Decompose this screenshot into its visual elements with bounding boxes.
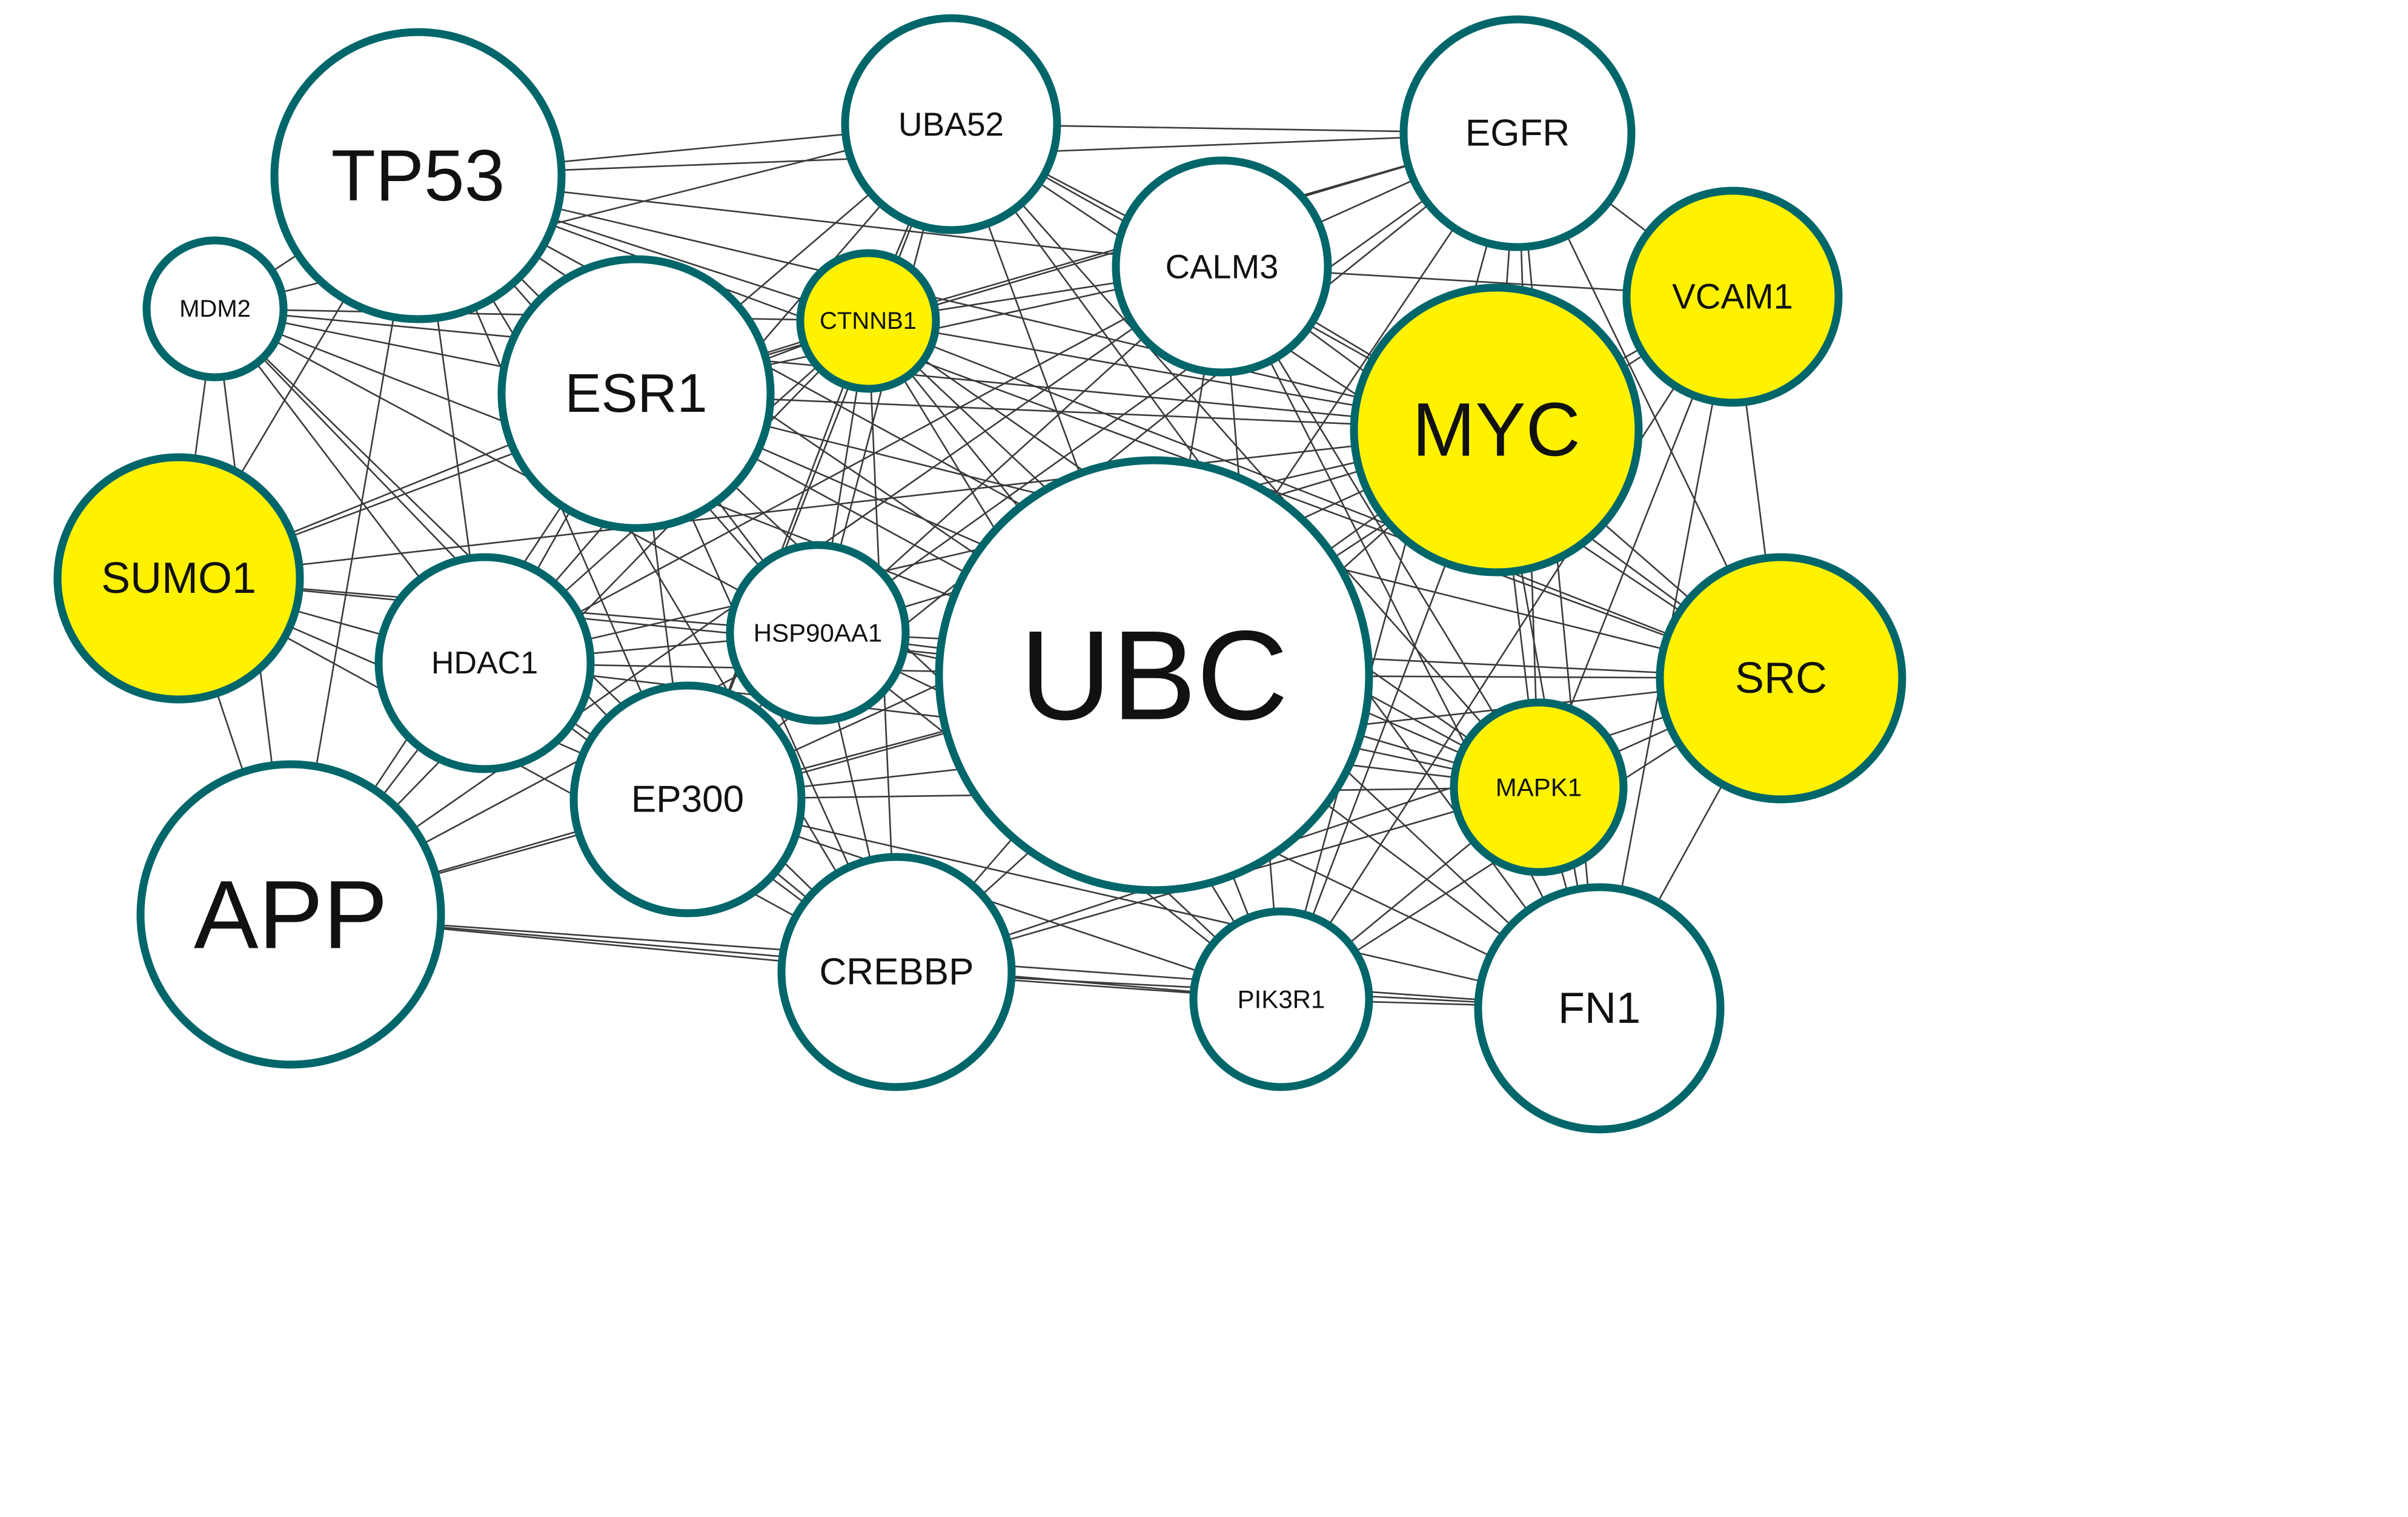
node-label-sumo1: SUMO1 — [101, 554, 256, 603]
node-fn1[interactable]: FN1 — [1474, 883, 1725, 1134]
node-label-mdm2: MDM2 — [179, 296, 251, 322]
node-esr1[interactable]: ESR1 — [497, 255, 775, 532]
edge-egfr-pik3r1 — [1280, 133, 1519, 1000]
edge-tp53-crebbp — [417, 175, 898, 973]
node-circle-pik3r1[interactable] — [1189, 907, 1373, 1091]
node-crebbp[interactable]: CREBBP — [777, 853, 1016, 1091]
node-circle-vcam1[interactable] — [1622, 187, 1843, 407]
node-label-hdac1: HDAC1 — [431, 646, 538, 681]
node-circle-uba52[interactable] — [841, 14, 1061, 234]
node-circle-app[interactable] — [136, 760, 445, 1069]
node-circle-ep300[interactable] — [569, 681, 806, 917]
node-pik3r1[interactable]: PIK3R1 — [1189, 907, 1373, 1091]
node-circle-sumo1[interactable] — [53, 453, 304, 704]
edge-uba52-ep300 — [686, 124, 952, 800]
node-hsp90aa1[interactable]: HSP90AA1 — [726, 541, 910, 725]
node-src[interactable]: SRC — [1656, 553, 1906, 804]
edge-esr1-egfr — [635, 132, 1518, 395]
edge-src-crebbp — [896, 677, 1782, 973]
node-egfr[interactable]: EGFR — [1399, 15, 1636, 251]
node-circle-calm3[interactable] — [1112, 156, 1332, 377]
edge-ctnnb1-src — [867, 320, 1782, 679]
node-ctnnb1[interactable]: CTNNB1 — [796, 249, 940, 393]
node-calm3[interactable]: CALM3 — [1112, 156, 1332, 377]
node-label-src: SRC — [1735, 654, 1827, 702]
node-label-ep300: EP300 — [631, 779, 744, 821]
edge-vcam1-pik3r1 — [1280, 296, 1734, 1000]
node-tp53[interactable]: TP53 — [270, 28, 566, 323]
edge-myc-sumo1 — [178, 429, 1497, 580]
edge-tp53-myc — [417, 174, 1497, 431]
edge-fn1-ep300 — [687, 798, 1600, 1010]
node-label-crebbp: CREBBP — [820, 951, 974, 993]
node-sumo1[interactable]: SUMO1 — [53, 453, 304, 704]
node-circle-src[interactable] — [1656, 553, 1906, 804]
node-myc[interactable]: MYC — [1350, 283, 1643, 577]
node-circle-crebbp[interactable] — [777, 853, 1016, 1091]
node-ep300[interactable]: EP300 — [569, 681, 806, 917]
edge-calm3-hdac1 — [484, 265, 1222, 664]
node-mdm2[interactable]: MDM2 — [142, 236, 288, 382]
node-uba52[interactable]: UBA52 — [841, 14, 1061, 234]
node-mapk1[interactable]: MAPK1 — [1450, 698, 1628, 876]
node-label-ctnnb1: CTNNB1 — [820, 308, 917, 334]
edge-calm3-fn1 — [1221, 266, 1600, 1009]
node-label-fn1: FN1 — [1558, 984, 1640, 1033]
node-vcam1[interactable]: VCAM1 — [1622, 187, 1843, 407]
node-label-calm3: CALM3 — [1166, 248, 1279, 286]
edge-egfr-hsp90aa1 — [817, 132, 1518, 634]
node-label-esr1: ESR1 — [565, 363, 707, 424]
node-circle-mapk1[interactable] — [1450, 698, 1628, 876]
node-label-app: APP — [194, 861, 388, 969]
node-label-uba52: UBA52 — [898, 105, 1004, 143]
node-circle-ubc[interactable] — [935, 456, 1373, 894]
node-circle-fn1[interactable] — [1474, 883, 1725, 1134]
node-circle-egfr[interactable] — [1399, 15, 1636, 251]
node-circle-mdm2[interactable] — [142, 236, 288, 382]
node-label-egfr: EGFR — [1465, 113, 1570, 154]
edge-sumo1-crebbp — [178, 577, 897, 973]
node-app[interactable]: APP — [136, 760, 445, 1069]
node-label-pik3r1: PIK3R1 — [1238, 985, 1325, 1014]
node-label-tp53: TP53 — [331, 135, 505, 216]
node-circle-myc[interactable] — [1350, 283, 1643, 577]
node-circle-hdac1[interactable] — [374, 553, 595, 773]
node-label-vcam1: VCAM1 — [1672, 277, 1793, 317]
node-label-ubc: UBC — [1020, 604, 1288, 747]
node-hdac1[interactable]: HDAC1 — [374, 553, 595, 773]
node-ubc[interactable]: UBC — [935, 456, 1373, 894]
node-circle-hsp90aa1[interactable] — [726, 541, 910, 725]
node-circle-ctnnb1[interactable] — [796, 249, 940, 393]
edge-uba52-mapk1 — [950, 124, 1539, 788]
node-circle-tp53[interactable] — [270, 28, 566, 323]
node-label-myc: MYC — [1412, 388, 1580, 472]
node-circle-esr1[interactable] — [497, 255, 775, 532]
edge-mdm2-hsp90aa1 — [214, 308, 818, 634]
node-label-hsp90aa1: HSP90AA1 — [754, 619, 882, 647]
node-label-mapk1: MAPK1 — [1496, 773, 1582, 802]
